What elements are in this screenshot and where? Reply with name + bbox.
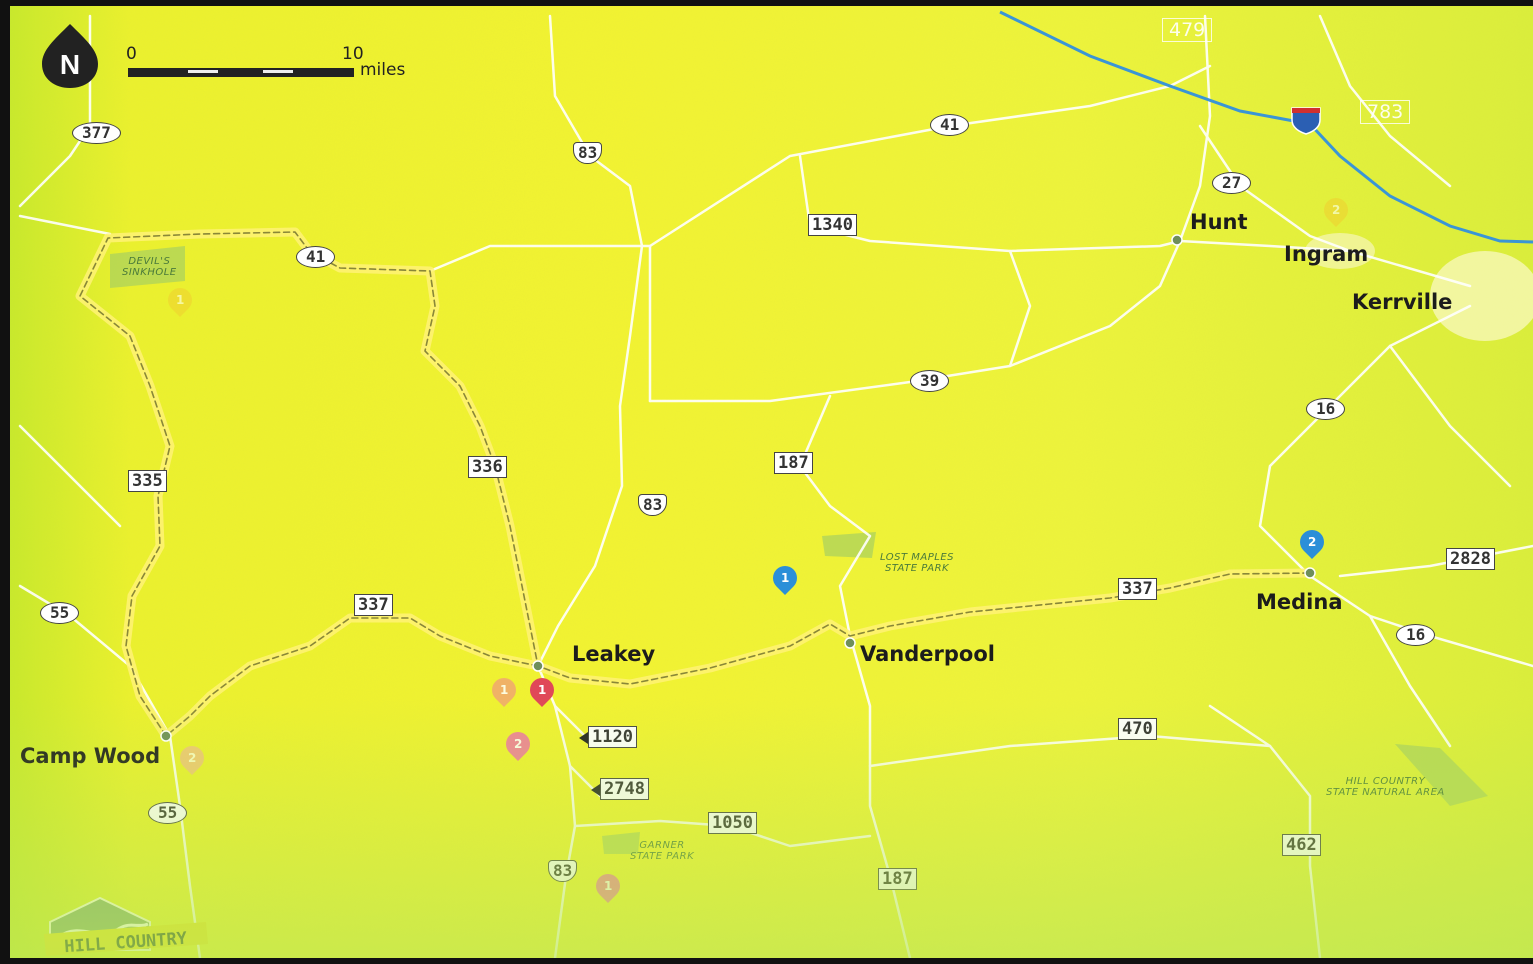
park-label-garner: GARNER STATE PARK xyxy=(630,840,695,862)
road-label-187-north: 187 xyxy=(774,452,813,474)
road-label-1050: 1050 xyxy=(708,812,757,834)
north-arrow-icon: N xyxy=(42,24,98,88)
road-label-470: 470 xyxy=(1118,718,1157,740)
hill-country-logo: HILL COUNTRY xyxy=(44,896,208,957)
road-north-hunt xyxy=(1178,14,1212,243)
scale-start: 0 xyxy=(126,44,137,64)
town-label-ingram[interactable]: Ingram xyxy=(1284,242,1369,266)
interstate-shield xyxy=(1291,107,1321,135)
road-2828 xyxy=(1338,544,1533,578)
town-dot-medina xyxy=(1304,567,1316,579)
road-connector-e xyxy=(1208,704,1272,748)
road-187-south xyxy=(848,634,912,958)
road-west-misc xyxy=(18,424,122,528)
road-label-55-north: 55 xyxy=(40,602,80,624)
park-label-devils-sinkhole: DEVIL'S SINKHOLE xyxy=(122,256,177,278)
road-label-377: 377 xyxy=(72,122,121,144)
scenic-route-dashes xyxy=(79,231,1311,737)
kerrville-urban-area xyxy=(1430,251,1533,341)
road-label-us83-mid: 83 xyxy=(638,494,668,516)
road-label-27: 27 xyxy=(1212,172,1252,194)
road-label-16-south: 16 xyxy=(1396,624,1436,646)
town-label-kerrville[interactable]: Kerrville xyxy=(1352,290,1453,314)
road-network xyxy=(10,6,1533,958)
road-label-39: 39 xyxy=(910,370,950,392)
road-north-783 xyxy=(1318,14,1452,188)
devils-sinkhole-area xyxy=(110,246,185,288)
park-label-lost-maples: LOST MAPLES STATE PARK xyxy=(880,552,955,574)
road-label-1340: 1340 xyxy=(808,214,857,236)
scale-bar-graphic xyxy=(128,68,354,77)
road-label-187-south: 187 xyxy=(878,868,917,890)
town-label-vanderpool[interactable]: Vanderpool xyxy=(860,642,995,666)
town-dot-leakey xyxy=(532,660,544,672)
town-label-leakey[interactable]: Leakey xyxy=(572,642,656,666)
compass-label: N xyxy=(60,49,80,80)
road-label-337-west: 337 xyxy=(354,594,393,616)
park-label-hill-country-sna: HILL COUNTRY STATE NATURAL AREA xyxy=(1326,776,1445,798)
road-tx41 xyxy=(428,64,1212,273)
road-tx27 xyxy=(1198,124,1352,253)
road-connector-c xyxy=(1388,344,1512,488)
road-connector-d xyxy=(1368,614,1452,748)
town-dot-vanderpool xyxy=(844,637,856,649)
road-label-us83-north: 83 xyxy=(573,142,603,164)
road-label-16-north: 16 xyxy=(1306,398,1346,420)
town-label-medina[interactable]: Medina xyxy=(1256,590,1343,614)
garner-area xyxy=(602,832,640,854)
hill-country-sna-area xyxy=(1395,744,1488,806)
road-label-335: 335 xyxy=(128,470,167,492)
road-label-2748: 2748 xyxy=(591,778,649,800)
road-connector-b xyxy=(1008,249,1032,368)
road-label-1120: 1120 xyxy=(579,726,637,748)
road-label-41-north: 41 xyxy=(930,114,970,136)
town-label-hunt[interactable]: Hunt xyxy=(1190,210,1248,234)
town-label-camp-wood[interactable]: Camp Wood xyxy=(20,744,161,768)
road-hunt-kerrville xyxy=(1178,239,1472,288)
road-us83 xyxy=(536,14,644,958)
road-west-41 xyxy=(18,214,112,236)
scale-end: 10 xyxy=(342,44,364,64)
town-dot-camp-wood xyxy=(160,730,172,742)
road-label-479: 479 xyxy=(1162,18,1213,42)
terrain-texture xyxy=(10,6,1533,958)
interstate-10 xyxy=(999,10,1533,244)
road-label-us83-south: 83 xyxy=(548,860,578,882)
road-label-2828: 2828 xyxy=(1446,548,1495,570)
road-label-337-east: 337 xyxy=(1118,578,1157,600)
road-label-55-south: 55 xyxy=(148,802,188,824)
map-canvas[interactable]: N 0 10 miles Camp Wood Leakey Vanderpool… xyxy=(10,6,1533,958)
scale-unit: miles xyxy=(360,60,406,80)
road-label-783: 783 xyxy=(1360,100,1411,124)
lost-maples-area xyxy=(822,532,876,558)
road-label-41-west: 41 xyxy=(296,246,336,268)
town-dot-hunt xyxy=(1171,234,1183,246)
road-label-336: 336 xyxy=(468,456,507,478)
road-label-462: 462 xyxy=(1282,834,1321,856)
